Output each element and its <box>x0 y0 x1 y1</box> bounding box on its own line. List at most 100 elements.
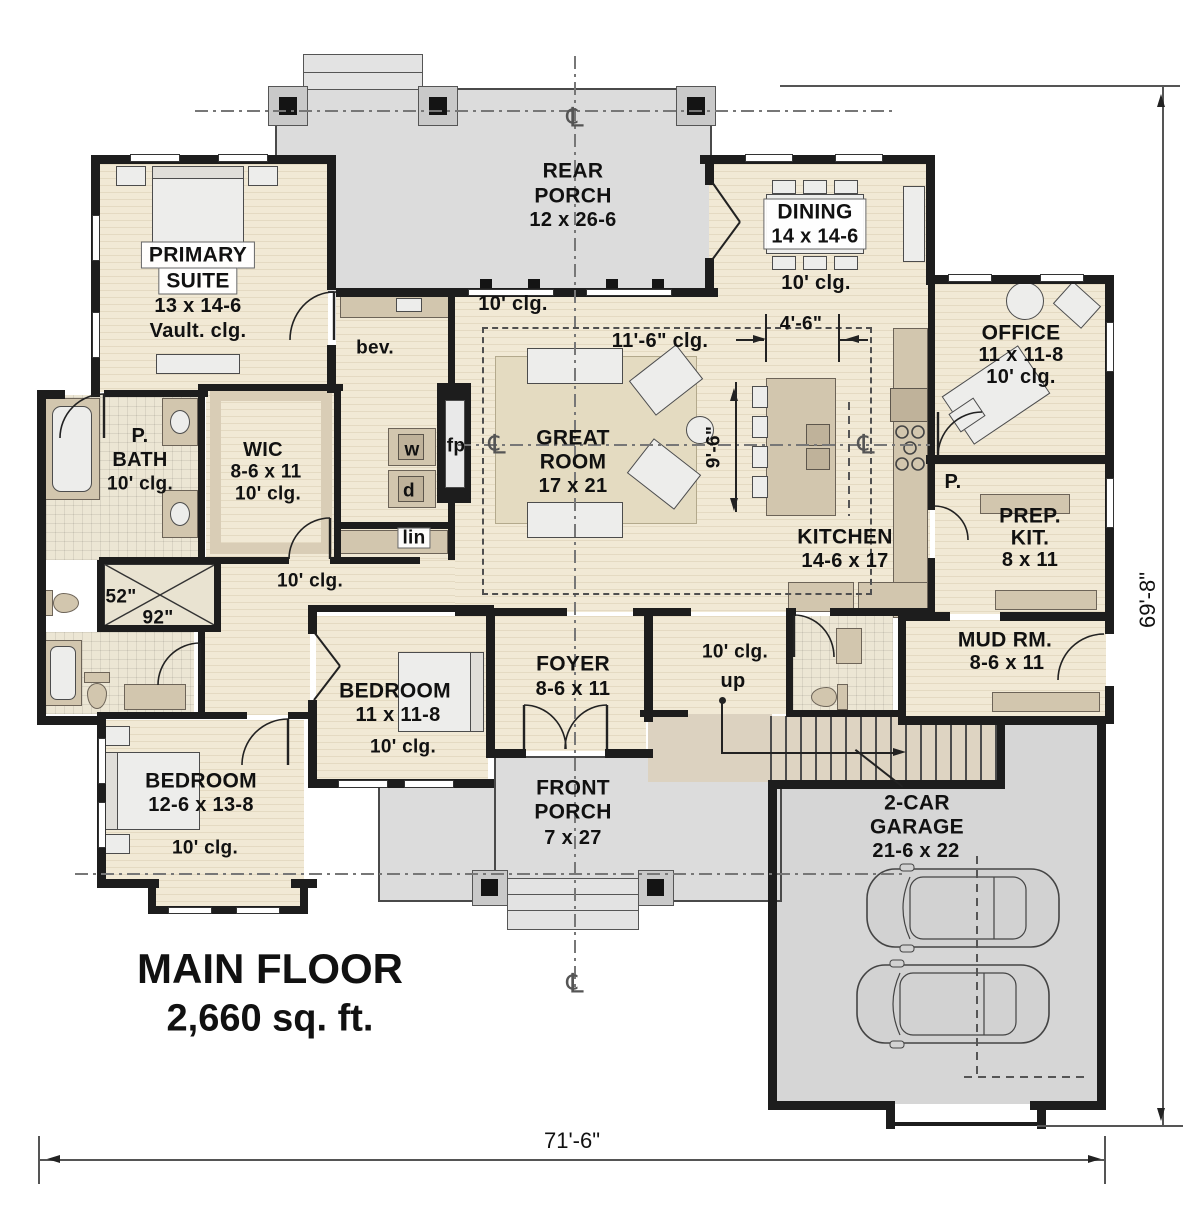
office-table <box>1006 282 1044 320</box>
kitchen-label: KITCHEN <box>797 525 893 549</box>
bench <box>156 354 240 374</box>
toilet <box>42 590 80 616</box>
primary-suite-label2: SUITE <box>158 267 238 295</box>
window <box>404 780 454 788</box>
vanity-sink <box>124 684 186 710</box>
bev-label: bev. <box>356 337 394 359</box>
kitchen-counter <box>893 328 928 618</box>
bedroom-left-ceiling: 10' clg. <box>171 837 239 859</box>
dim-label-height: 69'-8" <box>1135 571 1160 629</box>
pantry-door <box>933 505 969 541</box>
tub-basin <box>50 646 76 700</box>
nightstand <box>116 166 146 186</box>
mud-bench <box>995 590 1097 610</box>
bev-laundry-floor <box>336 292 448 560</box>
prep-kitchen-floor <box>935 464 1107 614</box>
dim-line-right <box>1162 86 1164 1126</box>
dim-line <box>735 382 737 512</box>
dim-label-width: 71'-6" <box>543 1128 601 1153</box>
front-porch-size: 7 x 27 <box>544 827 602 849</box>
dining-label: DINING 14 x 14-6 <box>763 198 867 250</box>
bed-headboard <box>152 166 244 179</box>
buffet-cabinet <box>903 186 925 262</box>
mud-garage-door <box>1057 633 1105 681</box>
prep-kitchen-label2: KIT. <box>1010 526 1050 550</box>
island-overhang-dash <box>848 402 850 516</box>
car <box>856 959 1050 1049</box>
front-door-right <box>564 704 609 750</box>
nightstand <box>248 166 278 186</box>
stair-hall-ceiling: 10' clg. <box>701 641 769 663</box>
bar-stool <box>752 446 768 468</box>
centerline-symbol: ℄ <box>566 102 584 134</box>
fireplace-label: fp <box>446 435 466 457</box>
dryer-label: d <box>403 480 415 502</box>
window <box>92 312 100 358</box>
side-table <box>686 416 714 444</box>
office-size: 11 x 11-8 <box>978 344 1064 366</box>
bed-pillow <box>470 652 484 732</box>
bedroom-center-double-door <box>313 631 341 701</box>
slider-door <box>468 289 554 296</box>
great-room-size: 17 x 21 <box>538 475 608 497</box>
bedroom-left-bump-floor <box>152 880 300 908</box>
dim-arrow <box>1088 1155 1107 1163</box>
dim-tick <box>838 314 840 362</box>
wic-label: WIC <box>243 439 283 461</box>
primary-bath-ceiling: 10' clg. <box>106 473 174 495</box>
hall-bath-door <box>157 642 202 686</box>
rear-porch-label2: PORCH <box>534 184 612 208</box>
wic-size: 8-6 x 11 <box>230 461 302 483</box>
nightstand <box>104 834 130 854</box>
centerline-symbol: ℄ <box>857 429 875 461</box>
rear-porch-steps <box>303 54 423 74</box>
office-label: OFFICE <box>981 321 1061 345</box>
bedroom-left-door <box>241 718 290 766</box>
island-sink <box>806 424 830 446</box>
wic-ceiling: 10' clg. <box>234 483 302 505</box>
linen-label: lin <box>397 527 431 549</box>
bed <box>398 652 484 732</box>
centerline-great-room <box>458 444 930 446</box>
primary-bath-door <box>59 393 106 439</box>
bar-stool <box>752 416 768 438</box>
sink <box>170 410 190 434</box>
prep-kitchen-label: PREP. <box>999 504 1061 528</box>
window <box>745 154 793 162</box>
dining-chair <box>803 180 827 194</box>
window <box>130 154 180 162</box>
ext-line-top <box>780 85 1180 87</box>
garage-label2: GARAGE <box>870 815 964 839</box>
office-ceiling: 10' clg. <box>986 366 1056 388</box>
front-door-left <box>522 704 567 750</box>
dining-chair <box>803 256 827 270</box>
foyer-size: 8-6 x 11 <box>535 678 611 700</box>
rear-porch-floor <box>275 88 712 293</box>
ext-line-right-bottom <box>1037 1125 1183 1127</box>
dim-line <box>736 339 764 341</box>
pantry-label: P. <box>944 471 962 493</box>
bar-stool <box>752 386 768 408</box>
garage-dash-vertical <box>976 856 978 1078</box>
shower-dim-l: 92" <box>142 607 174 629</box>
dining-chair <box>772 256 796 270</box>
up-label: up <box>720 670 746 692</box>
office-door <box>936 411 983 457</box>
centerline-front-porch <box>75 873 905 875</box>
window <box>98 738 106 784</box>
window <box>1106 322 1114 372</box>
bedroom-left-size: 12-6 x 13-8 <box>148 794 254 816</box>
wic-floor <box>206 388 336 560</box>
powder-door <box>792 614 835 658</box>
bev-counter <box>340 294 450 318</box>
bedroom-left-floor <box>104 720 304 882</box>
dim-arrow <box>41 1155 60 1163</box>
great-room-tray-ceiling: 11'-6" clg. <box>611 330 709 352</box>
plan-title: MAIN FLOOR <box>137 945 403 992</box>
stair-arrow-start <box>719 697 726 704</box>
sink <box>170 502 190 526</box>
foyer-label: FOYER <box>536 652 610 676</box>
hall-ceiling: 10' clg. <box>276 570 344 592</box>
dim-arrow <box>1157 88 1165 107</box>
front-porch-label2: PORCH <box>534 800 612 824</box>
